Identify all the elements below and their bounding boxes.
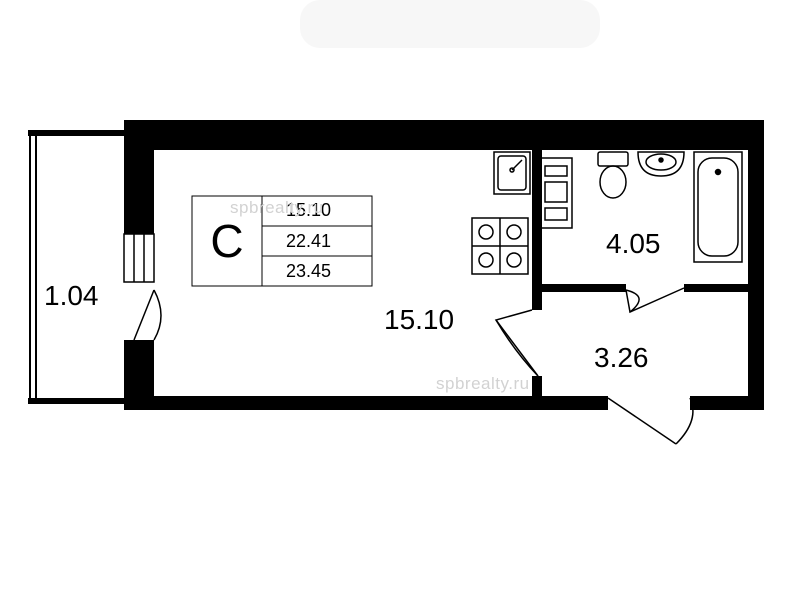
legend-frame [191, 195, 373, 287]
entry-door [607, 397, 694, 445]
area-legend: C 15.10 22.41 23.45 [192, 196, 372, 286]
hallway-door [494, 309, 539, 377]
kitchen-sink [493, 151, 531, 195]
watermark: spbrealty.ru [436, 374, 530, 393]
top-banner [300, 0, 600, 48]
legend-total-area: 23.45 [286, 261, 332, 281]
balcony-area-label: 1.04 [44, 280, 99, 311]
bathtub [693, 151, 743, 263]
studio-area-label: 15.10 [384, 304, 455, 335]
legend-total-area-no-balcony: 22.41 [286, 231, 332, 251]
watermark: spbrealty.ru [230, 198, 324, 217]
balcony-door [123, 233, 162, 341]
apartment-type-symbol: C [210, 215, 244, 267]
stove [471, 217, 529, 275]
bathroom-area-label: 4.05 [606, 228, 661, 259]
hallway-area-label: 3.26 [594, 342, 649, 373]
bathroom-door [625, 287, 685, 314]
bathroom-cabinet [539, 157, 573, 229]
legend-living-area: 15.10 [286, 200, 332, 220]
walls [124, 120, 764, 410]
washbasin [637, 151, 685, 177]
balcony [28, 130, 124, 404]
toilet [597, 151, 629, 199]
